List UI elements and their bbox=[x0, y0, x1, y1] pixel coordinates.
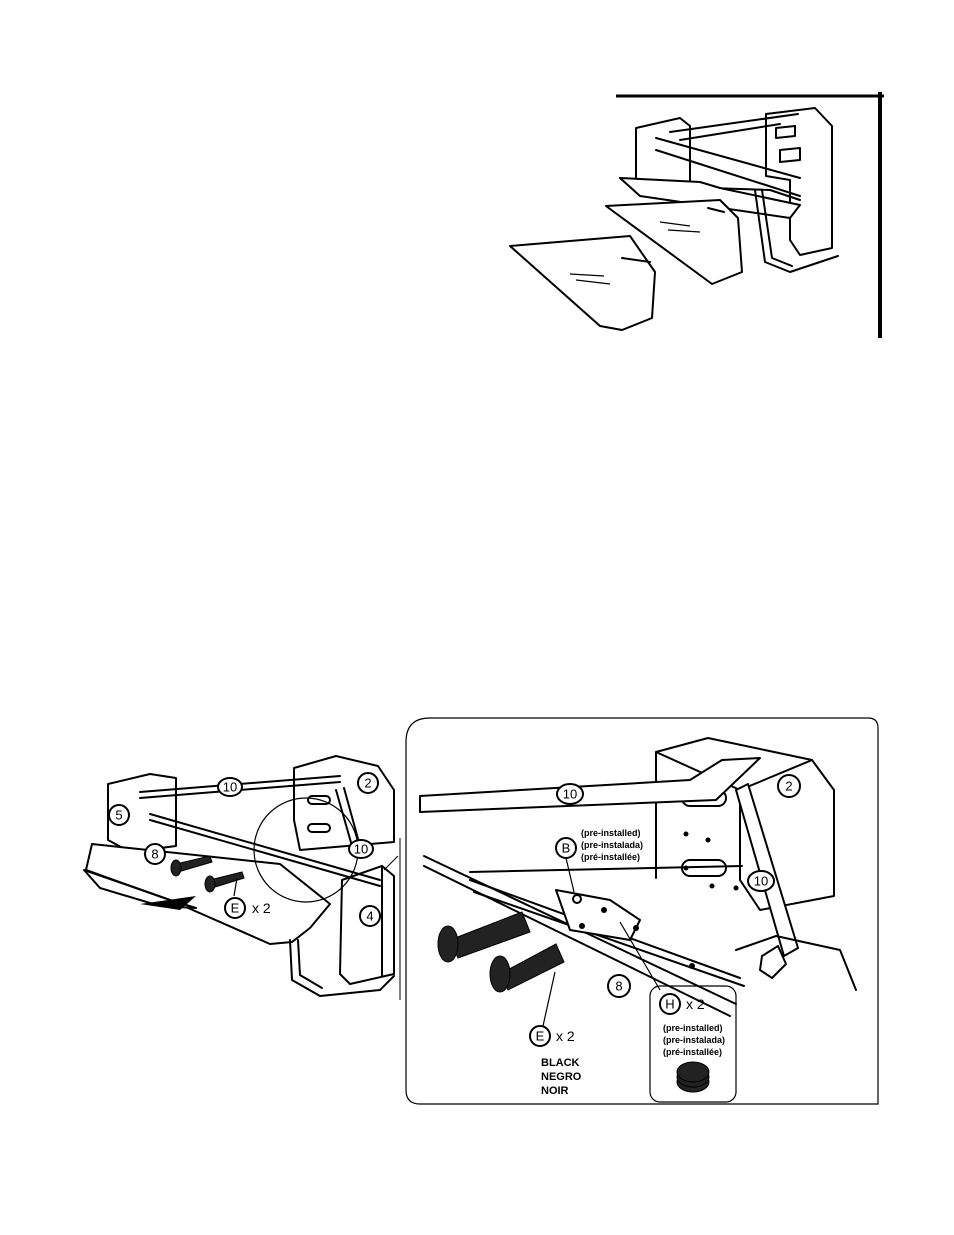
svg-text:2: 2 bbox=[364, 776, 371, 791]
svg-text:NOIR: NOIR bbox=[541, 1085, 569, 1097]
callout-5-left: 5 bbox=[109, 805, 129, 825]
detail-spring-lower bbox=[490, 944, 564, 992]
svg-text:E: E bbox=[231, 901, 240, 916]
svg-text:(pré-installée): (pré-installée) bbox=[663, 1047, 722, 1057]
callout-e-detail: E x 2 bbox=[530, 1026, 575, 1046]
svg-text:10: 10 bbox=[754, 874, 768, 889]
callout-2-left: 2 bbox=[358, 773, 378, 793]
main-figure bbox=[84, 756, 400, 1000]
callout-10-detail-strut: 10 bbox=[748, 871, 774, 891]
callout-b-detail: B (pre-installed) (pre-instalada) (pré-i… bbox=[556, 828, 643, 862]
callout-2-detail: 2 bbox=[778, 775, 800, 797]
overview-lids bbox=[510, 200, 742, 330]
h-spring-icon bbox=[677, 1062, 709, 1092]
callout-10-left-top: 10 bbox=[218, 778, 242, 796]
callout-10-left-hinge: 10 bbox=[349, 840, 373, 858]
color-label: BLACK NEGRO NOIR bbox=[541, 1057, 582, 1097]
detail-panel: H x 2 (pre-installed) (pre-instalada) (p… bbox=[406, 718, 878, 1104]
callout-10-detail-top: 10 bbox=[557, 784, 583, 804]
svg-text:(pre-installed): (pre-installed) bbox=[663, 1023, 723, 1033]
h-inset-box: H x 2 (pre-installed) (pre-instalada) (p… bbox=[650, 986, 736, 1102]
callout-8-left: 8 bbox=[145, 844, 165, 864]
svg-text:E: E bbox=[536, 1029, 545, 1044]
svg-text:NEGRO: NEGRO bbox=[541, 1071, 582, 1083]
svg-text:4: 4 bbox=[366, 909, 373, 924]
svg-text:8: 8 bbox=[615, 979, 622, 994]
svg-text:x 2: x 2 bbox=[556, 1028, 575, 1044]
callout-4-left: 4 bbox=[360, 906, 380, 926]
svg-text:10: 10 bbox=[563, 787, 577, 802]
svg-text:2: 2 bbox=[785, 779, 792, 794]
detail-spring-upper bbox=[438, 912, 530, 962]
svg-text:10: 10 bbox=[354, 842, 368, 857]
overview-figure bbox=[510, 92, 884, 338]
svg-text:(pre-instalada): (pre-instalada) bbox=[663, 1035, 725, 1045]
svg-text:5: 5 bbox=[115, 808, 122, 823]
svg-text:x 2: x 2 bbox=[686, 996, 705, 1012]
svg-text:BLACK: BLACK bbox=[541, 1057, 580, 1069]
callout-8-detail: 8 bbox=[608, 975, 630, 997]
svg-text:H: H bbox=[665, 997, 674, 1012]
svg-text:8: 8 bbox=[151, 847, 158, 862]
svg-text:x 2: x 2 bbox=[252, 900, 271, 916]
svg-text:(pré-installée): (pré-installée) bbox=[581, 852, 640, 862]
svg-text:(pre-instalada): (pre-instalada) bbox=[581, 840, 643, 850]
svg-text:(pre-installed): (pre-installed) bbox=[581, 828, 641, 838]
svg-text:B: B bbox=[562, 841, 571, 856]
svg-text:10: 10 bbox=[223, 780, 237, 795]
